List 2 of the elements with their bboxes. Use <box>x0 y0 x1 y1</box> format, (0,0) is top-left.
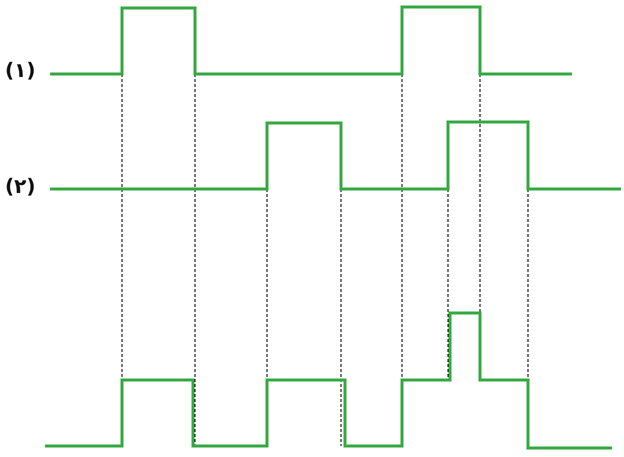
wave-label: (۱) <box>5 60 36 80</box>
wave-label: (۲) <box>5 176 36 196</box>
